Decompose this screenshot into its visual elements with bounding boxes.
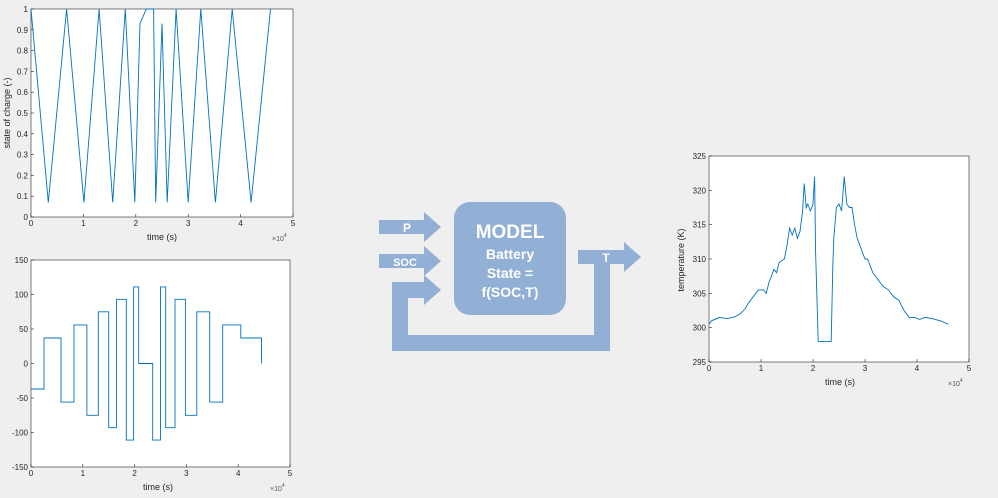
input-p-label: P bbox=[403, 221, 411, 235]
soc-y-tick-label: 0.5 bbox=[17, 109, 29, 118]
temperature-y-tick-label: 305 bbox=[693, 289, 707, 298]
power-x-multiplier: ×104 bbox=[270, 483, 285, 493]
soc-y-tick-label: 0.9 bbox=[17, 26, 29, 35]
soc-x-tick-label: 5 bbox=[291, 219, 296, 228]
power-x-tick-label: 3 bbox=[184, 469, 189, 478]
soc-plot-area bbox=[30, 8, 294, 218]
power-y-tick-label: -50 bbox=[16, 394, 28, 403]
soc-y-tick-label: 0 bbox=[24, 213, 29, 222]
temperature-y-tick-label: 300 bbox=[693, 324, 707, 333]
temperature-x-tick-label: 3 bbox=[863, 364, 868, 373]
temperature-series-line bbox=[708, 176, 949, 342]
soc-series-line bbox=[30, 8, 271, 203]
soc-y-tick-label: 1 bbox=[24, 5, 29, 14]
soc-y-tick-label: 0.6 bbox=[17, 88, 29, 97]
model-line-3: f(SOC,T) bbox=[482, 284, 539, 300]
power-plot: 0 1 2 3 4 5 -150 -100 -50 0 50 100 150 time (s) ×10… bbox=[12, 256, 293, 493]
model-line-2: State = bbox=[487, 265, 533, 281]
power-x-tick-label: 4 bbox=[236, 469, 241, 478]
power-y-tick-label: 100 bbox=[15, 291, 29, 300]
output-t-arrow bbox=[578, 242, 641, 272]
power-x-tick-label: 1 bbox=[81, 469, 86, 478]
temperature-x-tick-label: 0 bbox=[707, 364, 712, 373]
soc-x-tick-label: 0 bbox=[29, 219, 34, 228]
soc-x-ticks: 0 1 2 3 4 5 bbox=[29, 214, 296, 228]
soc-plot: 0 1 2 3 4 5 0 0.1 0.2 0.3 0.4 0.5 0.6 0.7 0.8 0.9 1 tim… bbox=[2, 5, 296, 243]
temperature-x-multiplier: ×104 bbox=[948, 378, 963, 388]
soc-y-tick-label: 0.7 bbox=[17, 67, 29, 76]
soc-x-label: time (s) bbox=[147, 232, 177, 242]
battery-model-diagram: P SOC MODEL Battery State = f(SOC,T) T bbox=[379, 202, 641, 351]
soc-x-tick-label: 3 bbox=[186, 219, 191, 228]
soc-x-tick-label: 1 bbox=[81, 219, 86, 228]
temperature-y-tick-label: 320 bbox=[693, 186, 707, 195]
temperature-x-ticks: 0 1 2 3 4 5 bbox=[707, 359, 972, 373]
feedback-loop-arrow bbox=[392, 264, 610, 351]
soc-y-tick-label: 0.3 bbox=[17, 151, 29, 160]
model-block bbox=[454, 202, 566, 315]
temperature-x-tick-label: 5 bbox=[967, 364, 972, 373]
temperature-plot: 0 1 2 3 4 5 295 300 305 310 315 320 325 time (s) te… bbox=[676, 152, 972, 388]
power-y-tick-label: 0 bbox=[24, 360, 29, 369]
input-soc-arrow bbox=[379, 246, 441, 276]
power-y-tick-label: -150 bbox=[12, 463, 29, 472]
temperature-x-tick-label: 4 bbox=[915, 364, 920, 373]
temperature-y-tick-label: 315 bbox=[693, 221, 707, 230]
power-series-line bbox=[31, 286, 262, 441]
soc-y-label: state of charge (-) bbox=[2, 77, 12, 148]
soc-y-tick-label: 0.2 bbox=[17, 171, 29, 180]
power-x-tick-label: 0 bbox=[29, 469, 34, 478]
temperature-plot-area bbox=[708, 155, 970, 363]
soc-y-tick-label: 0.1 bbox=[17, 192, 29, 201]
soc-y-tick-label: 0.4 bbox=[17, 130, 29, 139]
temperature-x-tick-label: 2 bbox=[811, 364, 816, 373]
input-soc-label: SOC bbox=[393, 257, 417, 269]
input-p-arrow bbox=[379, 212, 441, 242]
model-line-1: Battery bbox=[486, 246, 534, 262]
power-x-label: time (s) bbox=[143, 482, 173, 492]
temperature-y-tick-label: 325 bbox=[693, 152, 707, 161]
temperature-y-tick-label: 295 bbox=[693, 358, 707, 367]
soc-y-ticks: 0 0.1 0.2 0.3 0.4 0.5 0.6 0.7 0.8 0.9 1 bbox=[17, 5, 34, 222]
power-x-tick-label: 5 bbox=[288, 469, 293, 478]
power-y-tick-label: -100 bbox=[12, 429, 29, 438]
soc-x-tick-label: 2 bbox=[134, 219, 139, 228]
power-y-tick-label: 50 bbox=[19, 325, 28, 334]
output-t-label: T bbox=[602, 251, 610, 265]
model-title: MODEL bbox=[476, 222, 545, 243]
power-x-tick-label: 2 bbox=[132, 469, 137, 478]
temperature-y-tick-label: 310 bbox=[693, 255, 707, 264]
power-x-ticks: 0 1 2 3 4 5 bbox=[29, 464, 293, 478]
temperature-y-label: temperature (K) bbox=[676, 228, 686, 291]
temperature-y-ticks: 295 300 305 310 315 320 325 bbox=[693, 152, 712, 367]
soc-x-tick-label: 4 bbox=[238, 219, 243, 228]
power-y-tick-label: 150 bbox=[15, 256, 29, 265]
power-y-ticks: -150 -100 -50 0 50 100 150 bbox=[12, 256, 34, 472]
temperature-x-tick-label: 1 bbox=[759, 364, 764, 373]
temperature-x-label: time (s) bbox=[825, 377, 855, 387]
soc-y-tick-label: 0.8 bbox=[17, 47, 29, 56]
soc-x-multiplier: ×104 bbox=[272, 233, 287, 243]
